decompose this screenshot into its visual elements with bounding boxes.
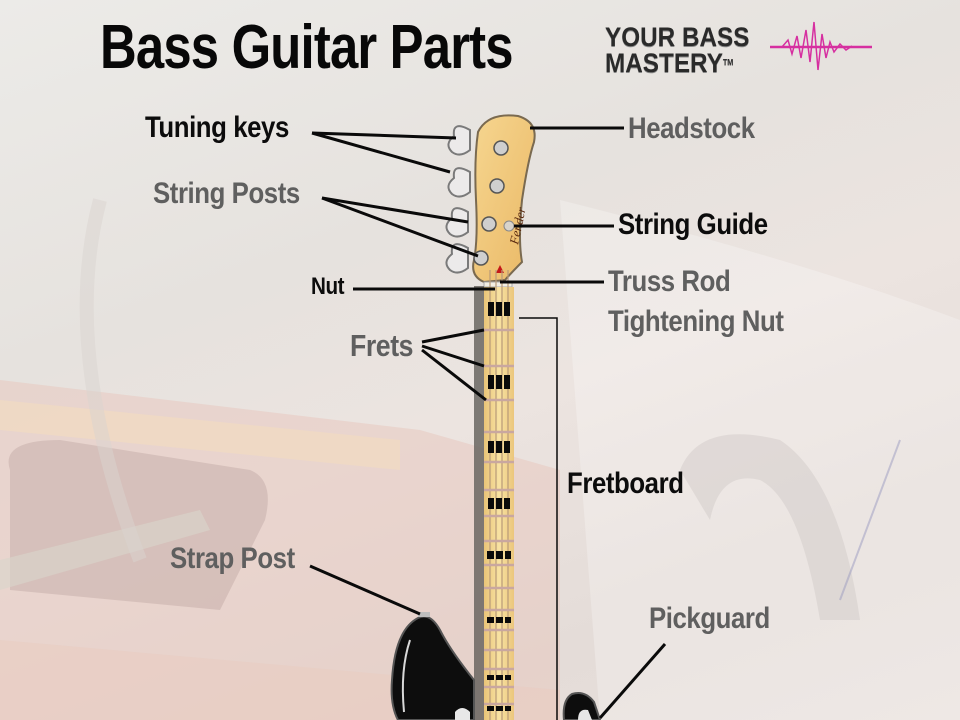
label-fretboard: Fretboard [567, 467, 684, 500]
label-frets: Frets [350, 328, 414, 363]
body-upper-horn [390, 615, 475, 720]
fretboard-bracket [519, 317, 558, 720]
frets [484, 328, 514, 706]
body-lower-horn [562, 692, 602, 720]
leader-lines [309, 126, 667, 719]
brand-logo: YOUR BASS MASTERYTM [605, 22, 766, 78]
label-truss-rod-line1: Truss Rod [608, 265, 731, 298]
label-tuning-keys: Tuning keys [145, 111, 289, 144]
page-title: Bass Guitar Parts [100, 13, 514, 82]
fret-inlays [487, 302, 511, 711]
trademark: TM [722, 58, 734, 67]
label-strap-post: Strap Post [170, 542, 295, 575]
logo-line-2: MASTERYTM [605, 48, 749, 78]
label-pickguard: Pickguard [649, 602, 770, 635]
label-truss-rod-line2: Tightening Nut [608, 305, 784, 338]
logo-line-1: YOUR BASS [605, 22, 750, 52]
strap-post [418, 612, 430, 617]
logo-mastery: MASTERY [605, 48, 723, 78]
label-nut: Nut [311, 273, 345, 300]
label-string-guide: String Guide [618, 208, 768, 241]
label-string-posts: String Posts [153, 177, 300, 210]
label-headstock: Headstock [628, 112, 755, 145]
headstock-shape [472, 114, 536, 284]
string-posts [473, 140, 509, 266]
